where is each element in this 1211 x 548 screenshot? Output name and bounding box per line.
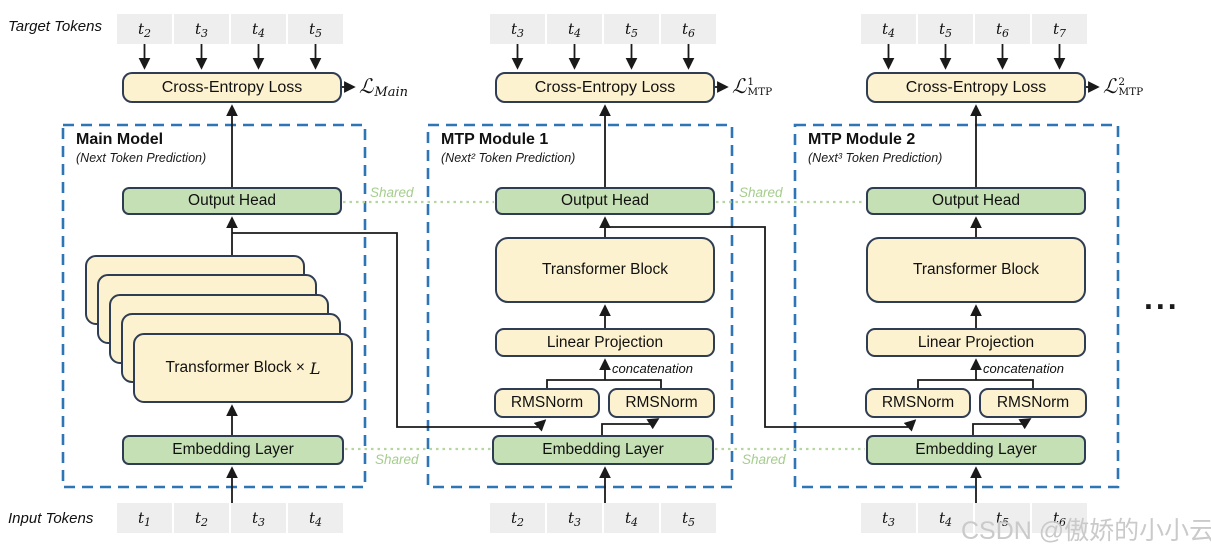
more-modules-ellipsis: ...: [1144, 280, 1180, 316]
main-model-title: Main Model: [76, 131, 164, 148]
signal-arrows: [138, 42, 1100, 503]
rmsnorm-right-mtp1: RMSNorm: [608, 388, 715, 418]
rmsnorm-right-mtp2: RMSNorm: [979, 388, 1087, 418]
shared-label-output-1: Shared: [370, 185, 414, 200]
embedding-layer-mtp1: Embedding Layer: [492, 435, 714, 465]
shared-label-output-2: Shared: [739, 185, 783, 200]
rmsnorm-left-mtp2: RMSNorm: [865, 388, 971, 418]
output-head-mtp2: Output Head: [866, 187, 1086, 215]
mtp2-title: MTP Module 2: [808, 131, 916, 148]
cross-entropy-loss-mtp1: Cross-Entropy Loss: [495, 72, 715, 103]
mtp1-subtitle: (Next² Token Prediction): [441, 151, 576, 165]
concatenation-label-mtp1: concatenation: [612, 361, 693, 376]
concatenation-label-mtp2: concatenation: [983, 361, 1064, 376]
embedding-layer-mtp2: Embedding Layer: [866, 435, 1086, 465]
embedding-layer-main: Embedding Layer: [122, 435, 344, 465]
mtp2-subtitle: (Next³ Token Prediction): [808, 151, 943, 165]
shared-label-embed-1: Shared: [375, 452, 419, 467]
linear-projection-mtp2: Linear Projection: [866, 328, 1086, 357]
csdn-watermark: CSDN @傲娇的小小云: [961, 517, 1211, 545]
shared-dotted-links: [343, 200, 865, 451]
mtp1-title: MTP Module 1: [441, 131, 549, 148]
output-head-main: Output Head: [122, 187, 342, 215]
target-tokens-label: Target Tokens: [8, 18, 102, 35]
rmsnorm-left-mtp1: RMSNorm: [494, 388, 600, 418]
main-model-subtitle: (Next Token Prediction): [76, 151, 207, 165]
transformer-block-mtp1: Transformer Block: [495, 237, 715, 303]
cross-entropy-loss-mtp2: Cross-Entropy Loss: [866, 72, 1086, 103]
input-tokens-label: Input Tokens: [8, 510, 94, 527]
cross-entropy-loss-main: Cross-Entropy Loss: [122, 72, 342, 103]
module-dashed-frames: [61, 123, 1120, 489]
linear-projection-mtp1: Linear Projection: [495, 328, 715, 357]
shared-label-embed-2: Shared: [742, 452, 786, 467]
output-head-mtp1: Output Head: [495, 187, 715, 215]
transformer-block-mtp2: Transformer Block: [866, 237, 1086, 303]
transformer-stack-front-card: Transformer Block ×L: [133, 333, 353, 403]
